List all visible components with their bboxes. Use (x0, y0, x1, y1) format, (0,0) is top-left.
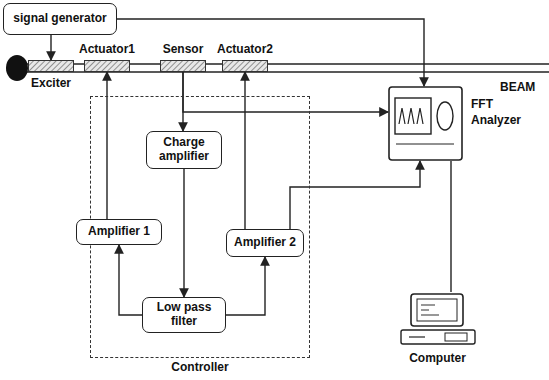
node-label: Charge amplifier (151, 136, 217, 164)
node-label: Computer (409, 351, 466, 365)
signal-wire (226, 257, 265, 315)
node-label: Amplifier 1 (88, 225, 150, 239)
analyzer-drawing (388, 86, 463, 161)
node-label: Sensor (163, 42, 204, 56)
signal-wire (50, 35, 51, 60)
patch-hatch (29, 61, 74, 72)
screen-trace (399, 108, 423, 124)
computer-base (401, 330, 475, 344)
signal-wire (119, 245, 142, 315)
node-label: Actuator2 (217, 42, 273, 56)
screen-text-lines (421, 305, 439, 315)
piezo-patch: Actuator2 (222, 60, 268, 72)
piezo-patch: Exciter (28, 60, 74, 72)
beam-clamp (6, 55, 28, 81)
patch-hatch (85, 61, 130, 72)
node-label: Exciter (31, 76, 71, 90)
node-label: FFT Analyzer (471, 96, 527, 128)
analyzer-panel-line (396, 144, 454, 145)
patch-outline (160, 60, 206, 72)
patch-outline (222, 60, 268, 72)
filter-box: Low pass filter (142, 297, 226, 333)
fft-analyzer: FFT Analyzer (388, 86, 463, 161)
computer: Computer (395, 292, 480, 348)
monitor-screen (417, 299, 457, 321)
signal-wire (450, 161, 451, 292)
signal-wire (117, 19, 424, 86)
drive-slot (409, 336, 425, 337)
node-label: Low pass filter (147, 301, 221, 329)
beam-label: BEAM (500, 80, 535, 94)
patch-hatch (161, 61, 206, 72)
generator-box: signal generator (3, 3, 117, 35)
computer-drawing (395, 292, 480, 348)
piezo-patch: Actuator1 (84, 60, 130, 72)
controller-group: ControllerCharge amplifierAmplifier 1Amp… (90, 96, 310, 358)
monitor (411, 294, 463, 326)
patch-hatch (223, 61, 268, 72)
signal-wire (106, 72, 107, 219)
analyzer-knob (437, 102, 453, 130)
signal-wire (183, 169, 184, 297)
node-label: signal generator (13, 12, 106, 26)
patch-outline (28, 60, 74, 72)
analyzer-screen (395, 98, 431, 134)
amplifier-box: Charge amplifier (146, 131, 222, 169)
node-label: Actuator1 (79, 42, 135, 56)
signal-wire (183, 72, 388, 112)
node-label: Controller (171, 360, 228, 374)
analyzer-case (389, 87, 462, 160)
node-label: Amplifier 2 (234, 236, 296, 250)
patch-outline (84, 60, 130, 72)
amplifier-box: Amplifier 1 (76, 219, 162, 245)
amplifier-box: Amplifier 2 (226, 229, 304, 257)
piezo-patch: Sensor (160, 60, 206, 72)
drive-bay (445, 333, 467, 341)
